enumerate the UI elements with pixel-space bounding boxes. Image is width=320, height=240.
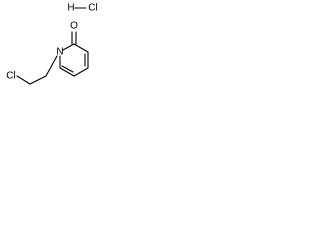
carbonyl-o-label: O xyxy=(70,21,78,32)
bond-n-ch2 xyxy=(45,55,58,77)
salt-h-label: H xyxy=(67,3,74,14)
bond-c5-c6 xyxy=(59,67,75,77)
chain-cl-label: Cl xyxy=(6,71,15,82)
ring-n-label: N xyxy=(56,47,63,58)
bond-ch2-ch2 xyxy=(29,75,47,85)
bond-c5-c6-inner xyxy=(61,65,74,73)
molecule-structure: H Cl O N Cl xyxy=(6,3,98,85)
bond-c2-c3 xyxy=(73,43,89,53)
bond-c4-c5 xyxy=(73,67,89,77)
structure-diagram: H Cl O N Cl xyxy=(0,0,103,99)
bond-n-c2 xyxy=(62,43,75,51)
bond-ch2-cl xyxy=(16,75,31,85)
salt-cl-label: Cl xyxy=(88,3,97,14)
